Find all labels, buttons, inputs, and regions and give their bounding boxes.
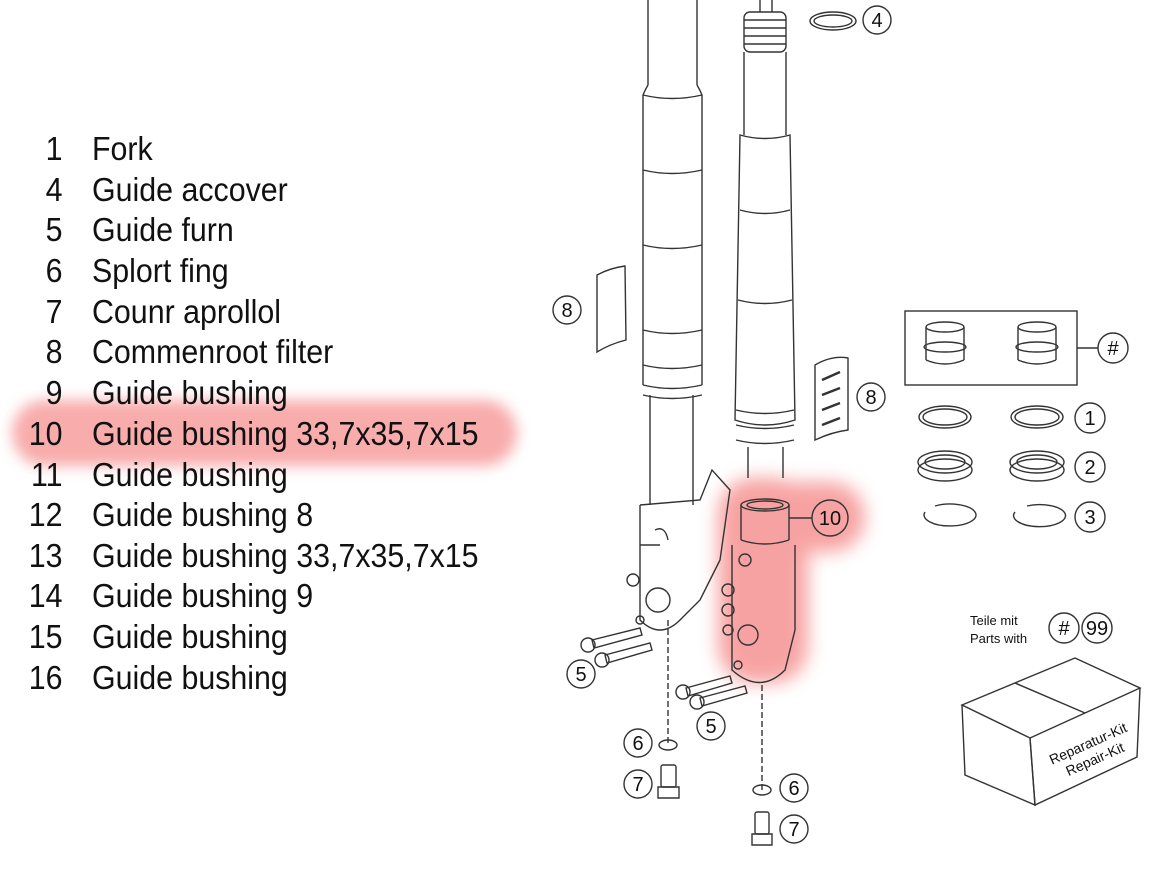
callout-6-left[interactable] [623, 728, 653, 758]
legend-99-circle [1081, 612, 1113, 644]
callout-kit-hash[interactable] [1097, 332, 1129, 364]
callout-4-label: 4 [871, 10, 882, 32]
washer-6-left[interactable] [658, 739, 678, 751]
fork-guard-8-left[interactable] [596, 265, 627, 354]
part-number: 12 [28, 496, 63, 533]
callout-5-right-label: 5 [705, 716, 716, 738]
part-name: Guide bushing 33,7x35,7x15 [92, 415, 479, 452]
part-number: 5 [45, 211, 63, 248]
legend-line2: Parts with [970, 631, 1027, 646]
part-name: Guide bushing [92, 659, 288, 696]
left-fork[interactable] [626, 0, 731, 631]
part-name: Fork [92, 130, 153, 167]
screw-7-right[interactable] [751, 811, 773, 846]
callout-7-right[interactable] [779, 814, 809, 844]
callout-kit-2-label: 2 [1084, 457, 1095, 479]
callout-6-right-label: 6 [788, 778, 799, 800]
callout-8-right-label: 8 [865, 387, 876, 409]
part-number: 1 [45, 130, 63, 167]
callout-5-right[interactable] [696, 711, 726, 741]
part-number: 8 [45, 333, 63, 370]
callout-kit-1-label: 1 [1084, 408, 1095, 430]
part-name: Guide bushing [92, 456, 288, 493]
callout-kit-3[interactable] [1074, 501, 1106, 533]
part-name: Guide bushing [92, 374, 288, 411]
highlight-part-10 [12, 400, 517, 466]
part-number: 10 [28, 415, 63, 452]
callout-8-left-label: 8 [561, 300, 572, 322]
guide-bushing-10[interactable] [740, 498, 790, 545]
o-ring-4[interactable] [809, 11, 857, 31]
part-name: Counr aprollol [92, 293, 282, 330]
callout-7-left[interactable] [623, 769, 653, 799]
bolts-5-right[interactable] [675, 675, 748, 710]
callout-kit-2[interactable] [1074, 451, 1106, 483]
part-number: 4 [45, 171, 63, 208]
legend-99-label: 99 [1086, 618, 1108, 640]
kit-bushings-box [904, 310, 1078, 386]
part-number: 7 [45, 293, 63, 330]
part-number: 15 [28, 618, 63, 655]
callout-6-left-label: 6 [632, 733, 643, 755]
highlight-part-10-diagram [718, 478, 865, 683]
part-number: 14 [28, 577, 63, 614]
callout-7-right-label: 7 [788, 819, 799, 841]
part-name: Guide furn [92, 211, 234, 248]
kit-bushing-right[interactable] [1015, 321, 1059, 365]
part-number: 16 [28, 659, 63, 696]
part-name: Guide bushing [92, 618, 288, 655]
callout-8-right[interactable] [856, 382, 886, 412]
part-name: Guide bushing 9 [92, 577, 314, 614]
callout-4[interactable] [862, 5, 892, 35]
screw-7-left[interactable] [657, 764, 680, 799]
callout-5-left-label: 5 [575, 664, 586, 686]
legend-line1: Teile mit [970, 613, 1018, 628]
kit-bushing-left[interactable] [923, 321, 967, 365]
part-name: Commenroot filter [92, 333, 334, 370]
callout-kit-hash-label: # [1107, 338, 1119, 360]
part-number: 9 [45, 374, 63, 411]
callout-5-left[interactable] [566, 659, 596, 689]
parts-list: 1 Fork 4 Guide accover 5 Guide furn 6 Splort… [0, 0, 540, 878]
callout-10-label: 10 [819, 508, 841, 530]
legend-hash-label: # [1058, 618, 1070, 640]
part-name: Guide bushing 8 [92, 496, 314, 533]
part-name: Guide bushing 33,7x35,7x15 [92, 537, 479, 574]
legend-hash-circle [1048, 612, 1080, 644]
callout-kit-3-label: 3 [1084, 507, 1095, 529]
washer-6-right[interactable] [752, 784, 772, 796]
kit-circlip-3[interactable] [923, 503, 1067, 528]
part-name: Splort fing [92, 252, 229, 289]
callout-8-left[interactable] [552, 295, 582, 325]
callout-kit-1[interactable] [1074, 402, 1106, 434]
callout-6-right[interactable] [779, 773, 809, 803]
part-name: Guide accover [92, 171, 288, 208]
kit-ring-1[interactable] [918, 405, 1064, 429]
fork-guard-8-right[interactable] [814, 356, 849, 442]
part-number: 13 [28, 537, 63, 574]
repair-kit-box[interactable] [960, 657, 1142, 807]
right-fork[interactable] [721, 0, 796, 684]
callout-7-left-label: 7 [632, 774, 643, 796]
bolts-5-left[interactable] [580, 627, 653, 668]
part-number: 11 [31, 456, 63, 493]
part-number: 6 [45, 252, 63, 289]
kit-seal-2[interactable] [917, 450, 1065, 482]
